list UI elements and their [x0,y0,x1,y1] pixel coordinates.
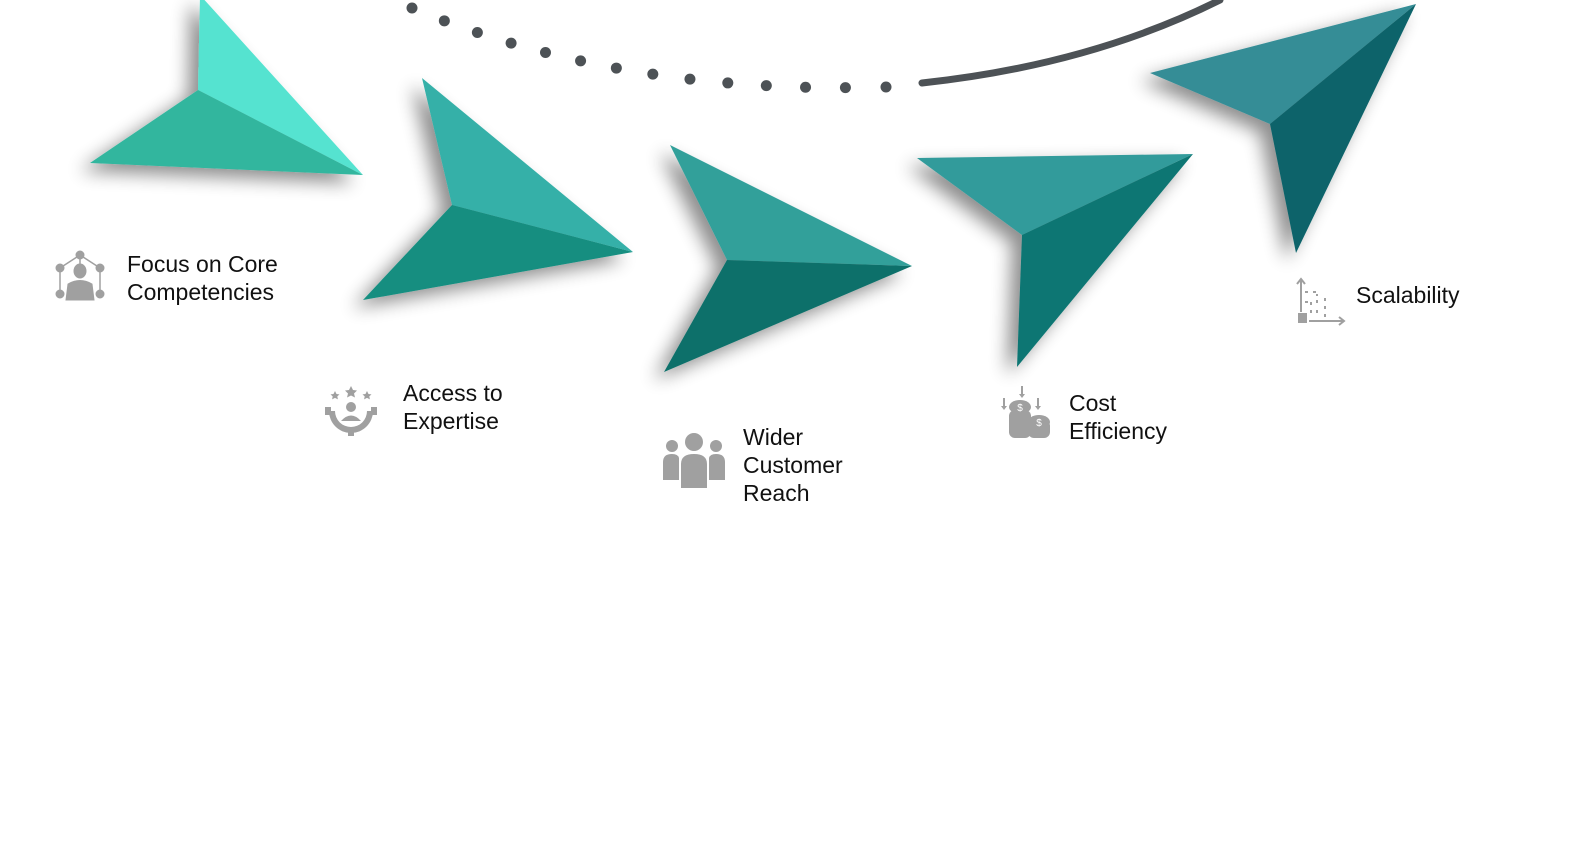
step-label-focus-on-core-competencies: Focus on Core Competencies [127,250,278,306]
path-dot [647,68,659,80]
step-label-scalability: Scalability [1356,281,1460,309]
path-dot [760,80,772,92]
path-dot [722,77,734,89]
person-network-icon [55,250,105,301]
label-line: Scalability [1356,282,1460,308]
dotted-path [406,2,892,94]
svg-text:$: $ [1017,403,1023,414]
arrow-5 [1150,4,1416,253]
svg-text:$: $ [1036,418,1042,429]
label-line: Access to [403,380,503,406]
solid-path-line [918,0,1224,87]
label-line: Wider [743,424,804,450]
label-line: Customer [743,452,843,478]
path-dot [610,62,622,74]
arrow-4 [917,154,1193,367]
path-dot [438,15,450,27]
step-label-access-to-expertise: Access to Expertise [403,379,503,435]
path-dot [684,73,696,85]
path-dot [471,27,483,39]
label-line: Reach [743,480,810,506]
label-line: Expertise [403,408,499,434]
path-dot [839,82,851,94]
path-dot [505,37,517,49]
gear-person-stars-icon [325,386,377,436]
coins-dollar-icon: $ $ [1001,386,1050,438]
path-dot [406,2,418,14]
group-people-icon [663,433,725,488]
label-line: Focus on Core [127,251,278,277]
label-line: Competencies [127,279,275,305]
label-line: Cost [1069,390,1117,416]
arrow-1 [90,0,363,175]
path-dot [539,47,551,59]
scaling-chart-icon [1296,277,1346,326]
step-label-wider-customer-reach: Wider Customer Reach [743,423,843,507]
path-dot [575,55,587,67]
arrow-2 [363,78,633,300]
step-label-cost-efficiency: Cost Efficiency [1069,389,1167,445]
path-dot [800,81,812,93]
label-line: Efficiency [1069,418,1168,444]
path-dot [880,81,892,93]
arrow-3 [664,145,912,372]
